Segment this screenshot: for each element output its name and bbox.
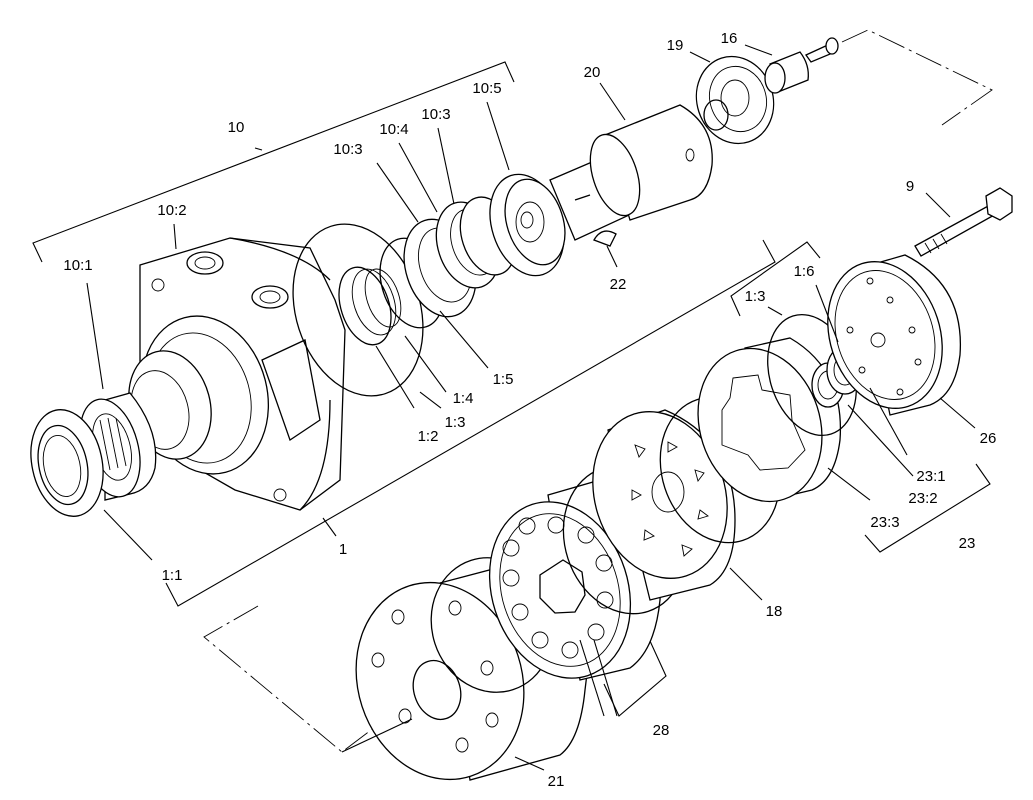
label-21: 21 <box>548 773 565 790</box>
label-1-2: 1:2 <box>418 428 439 445</box>
label-1-1: 1:1 <box>162 567 183 584</box>
bracket-10 <box>32 61 515 263</box>
label-22: 22 <box>610 276 627 293</box>
label-1-6: 1:6 <box>794 263 815 280</box>
label-1-3-left: 1:3 <box>445 414 466 431</box>
label-9: 9 <box>906 178 914 195</box>
label-10-2: 10:2 <box>157 202 186 219</box>
label-10-1: 10:1 <box>63 257 92 274</box>
label-20: 20 <box>584 64 601 81</box>
label-28: 28 <box>653 722 670 739</box>
label-1-4: 1:4 <box>453 390 474 407</box>
label-10: 10 <box>228 119 245 136</box>
label-10-3-left: 10:3 <box>333 141 362 158</box>
label-10-5: 10:5 <box>472 80 501 97</box>
part-22-key <box>593 230 617 247</box>
label-18: 18 <box>766 603 783 620</box>
label-26: 26 <box>980 430 997 447</box>
label-23-3: 23:3 <box>870 514 899 531</box>
label-23-1: 23:1 <box>916 468 945 485</box>
part-16-splined-shaft <box>764 37 839 94</box>
part-19-bearing <box>695 55 775 145</box>
bracket-1-inner <box>730 241 821 317</box>
part-1-2-seal <box>338 266 402 346</box>
callout-labels: 10 10:2 10:1 10:3 10:4 10:3 10:5 20 19 1… <box>63 30 996 790</box>
part-9-bolt <box>914 187 1013 257</box>
bracket-1 <box>165 239 776 607</box>
label-19: 19 <box>667 37 684 54</box>
label-1-5: 1:5 <box>493 371 514 388</box>
part-26-rear-cap <box>827 254 962 416</box>
part-10-5-needle-bearing <box>489 173 566 277</box>
leader-lines <box>86 44 976 771</box>
label-23-2: 23:2 <box>908 490 937 507</box>
part-20-drive-shaft <box>549 104 713 241</box>
bracket-28 <box>603 640 667 717</box>
label-1: 1 <box>339 541 347 558</box>
label-10-3-right: 10:3 <box>421 106 450 123</box>
part-1-1-shaft-seal <box>30 409 104 517</box>
centerline-top-right <box>841 29 993 126</box>
label-1-3-right: 1:3 <box>745 288 766 305</box>
bracket-23 <box>864 463 991 553</box>
label-16: 16 <box>721 30 738 47</box>
label-10-4: 10:4 <box>379 121 408 138</box>
label-23: 23 <box>959 535 976 552</box>
